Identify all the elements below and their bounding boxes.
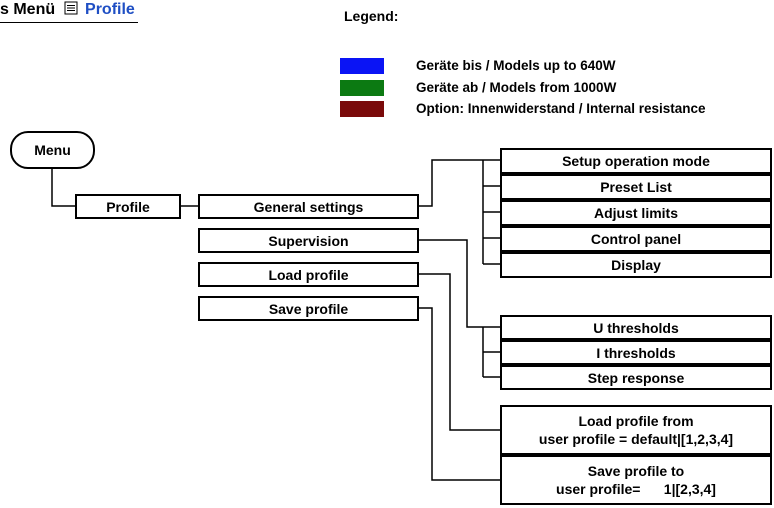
legend-item-models-from-1000w: Geräte ab / Models from 1000W [416, 80, 617, 95]
i-thresholds-node: I thresholds [500, 340, 772, 365]
setup-operation-mode-node: Setup operation mode [500, 148, 772, 174]
legend-title: Legend: [344, 8, 399, 24]
u-thresholds-node: U thresholds [500, 315, 772, 340]
supervision-node: Supervision [198, 228, 419, 253]
legend-swatch-green [340, 80, 384, 96]
control-panel-node: Control panel [500, 226, 772, 252]
breadcrumb-link-profile[interactable]: Profile [85, 1, 135, 18]
profile-node: Profile [75, 194, 181, 219]
load-profile-from-node: Load profile from user profile = default… [500, 405, 772, 455]
breadcrumb-prefix: s Menü [0, 1, 56, 18]
legend-item-internal-resistance: Option: Innenwiderstand / Internal resis… [416, 101, 706, 116]
general-settings-node: General settings [198, 194, 419, 219]
adjust-limits-node: Adjust limits [500, 200, 772, 226]
legend-swatch-blue [340, 58, 384, 74]
legend-swatch-red [340, 101, 384, 117]
menu-node: Menu [10, 131, 95, 169]
preset-list-node: Preset List [500, 174, 772, 200]
step-response-node: Step response [500, 365, 772, 390]
save-profile-to-node: Save profile to user profile= 1|[2,3,4] [500, 455, 772, 505]
load-profile-node: Load profile [198, 262, 419, 287]
breadcrumb: s Menü Profile [0, 0, 138, 23]
display-node: Display [500, 252, 772, 278]
legend-item-models-up-to-640w: Geräte bis / Models up to 640W [416, 58, 616, 73]
save-profile-node: Save profile [198, 296, 419, 321]
document-icon [64, 1, 78, 15]
